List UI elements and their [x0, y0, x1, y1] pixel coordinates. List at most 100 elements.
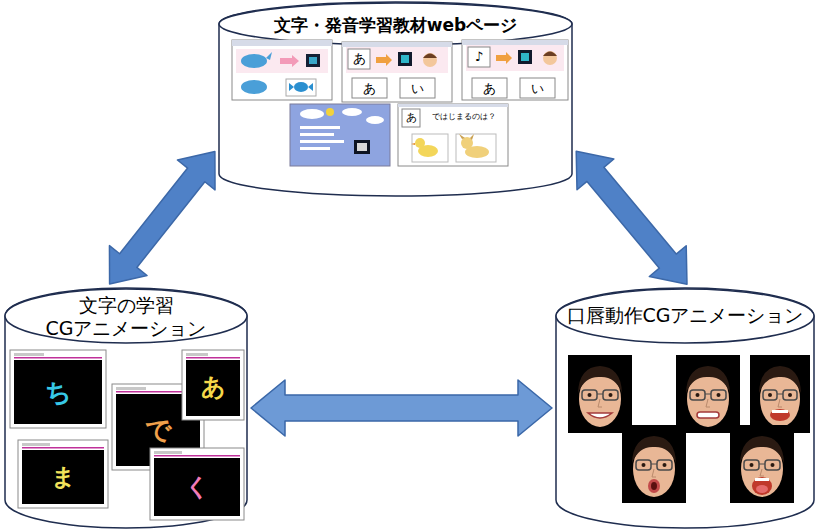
web-page-thumbnail-part — [241, 54, 267, 68]
lip-animation-face-part — [636, 460, 651, 470]
web-page-thumbnail-part — [412, 134, 448, 162]
block-arrow — [251, 380, 552, 436]
lip-animation-face-part — [598, 399, 602, 407]
screen-text: ま — [22, 465, 104, 489]
screen-text: あ — [186, 375, 240, 399]
web-page-thumbnail-part — [342, 42, 452, 102]
letter-animation-screen-part — [186, 357, 240, 359]
web-page-thumbnail-part — [518, 50, 532, 64]
web-page-thumbnail-part — [286, 79, 316, 96]
lip-animation-face-part — [651, 482, 657, 490]
lip-animation-face-part — [771, 463, 775, 467]
lip-animation-face-part — [772, 410, 788, 413]
lip-animation-face-part — [578, 366, 622, 393]
lip-animation-face-part — [759, 464, 765, 465]
block-arrow — [576, 151, 687, 284]
lip-animation-face-part — [778, 399, 782, 407]
web-page-thumbnail-part — [300, 126, 340, 129]
web-page-thumbnail-part — [472, 78, 507, 98]
web-page-thumbnail-part — [402, 109, 420, 127]
web-page-thumbnail — [398, 104, 508, 166]
web-page-thumbnail-part — [236, 49, 328, 73]
label-holder: ま — [22, 465, 104, 489]
web-page-thumbnail-part — [401, 55, 409, 63]
web-page-thumbnail-part — [543, 51, 557, 65]
lip-animation-face-part — [770, 409, 790, 421]
letter-animation-screen-part — [186, 353, 208, 356]
letter-animation-screen-part — [154, 458, 240, 516]
lip-animation-face-part — [622, 425, 686, 503]
web-page-thumbnail-part — [466, 45, 564, 71]
web-page-thumbnail-part — [456, 134, 496, 162]
web-page-thumbnail-part — [411, 143, 415, 145]
lip-animation-face-part — [777, 394, 783, 395]
screen-text: あ — [348, 52, 370, 65]
lip-animation-face-part — [676, 355, 740, 433]
lip-animation-face-part — [730, 425, 794, 503]
web-page-thumbnail-part — [300, 133, 334, 136]
web-page-thumbnail-part — [462, 40, 568, 100]
web-page-thumbnail-part — [300, 140, 344, 143]
web-page-thumbnail-part — [289, 83, 313, 91]
lip-animation-face-part — [744, 460, 759, 470]
lip-animation-face — [568, 355, 632, 433]
web-page-thumbnail-part — [415, 138, 425, 148]
web-page-thumbnail-part — [352, 78, 387, 98]
cylinder-top — [219, 3, 572, 45]
web-page-thumbnail-part — [398, 104, 508, 107]
lip-animation-face-part — [760, 469, 764, 476]
lip-animation-face-part — [740, 436, 784, 463]
lip-animation-face-part — [652, 469, 656, 477]
web-page-thumbnail-part — [462, 40, 568, 45]
web-page-thumbnail-part — [346, 47, 448, 73]
web-page-thumbnail-part — [294, 82, 308, 92]
label-holder: あ — [348, 52, 370, 65]
lip-animation-face — [730, 425, 794, 503]
label-holder: ♪ — [468, 50, 490, 63]
web-page-thumbnail-part — [354, 140, 370, 154]
lip-animation-face-part — [711, 390, 726, 400]
cylinder-body — [556, 288, 814, 528]
cylinder-top — [5, 289, 247, 343]
lip-animation-face-part — [783, 390, 797, 400]
letter-animation-screen-part — [14, 357, 102, 359]
screen-text: い — [400, 82, 435, 95]
lip-animation-face-part — [568, 355, 632, 433]
lip-animation-face-part — [765, 460, 780, 470]
letter-animation-screen-part — [22, 447, 104, 449]
letter-animation-screen-part — [10, 350, 106, 428]
screen-text: あ — [402, 112, 420, 123]
web-page-thumbnail-part — [348, 49, 370, 69]
letter-animation-screen-part — [182, 350, 244, 420]
web-page-thumbnail-part — [423, 53, 437, 67]
web-page-thumbnail-part — [232, 40, 332, 100]
screen-text: ち — [14, 379, 102, 405]
web-page-thumbnail-part — [521, 53, 529, 61]
store-title: 文字・発音学習教材webページ — [226, 15, 566, 35]
web-page-thumbnail-part — [366, 116, 384, 124]
web-page-thumbnail — [342, 42, 452, 102]
screen-text: あ — [472, 82, 507, 95]
lip-animation-face-part — [609, 393, 613, 397]
lip-animation-face-part — [768, 393, 772, 397]
lip-animation-face — [750, 355, 810, 433]
lip-animation-face-part — [763, 390, 777, 400]
web-page-thumbnail — [462, 40, 568, 100]
web-page-thumbnail-part — [520, 78, 555, 98]
lip-animation-face-part — [582, 390, 597, 400]
label-holder: く — [154, 475, 240, 499]
label-holder: ち — [14, 379, 102, 405]
lip-animation-face-part — [750, 463, 754, 467]
web-page-thumbnail-part — [290, 104, 390, 166]
cylinder-body — [5, 288, 247, 528]
letter-animation-screen — [10, 350, 106, 428]
letter-animation-screen — [18, 440, 108, 508]
web-page-thumbnail-part — [543, 52, 557, 57]
label-holder: い — [520, 82, 555, 95]
lip-animation-face-part — [750, 355, 810, 433]
lip-animation-face-part — [651, 464, 657, 465]
web-page-thumbnail-part — [300, 109, 324, 119]
letter-animation-screen-part — [22, 443, 50, 446]
